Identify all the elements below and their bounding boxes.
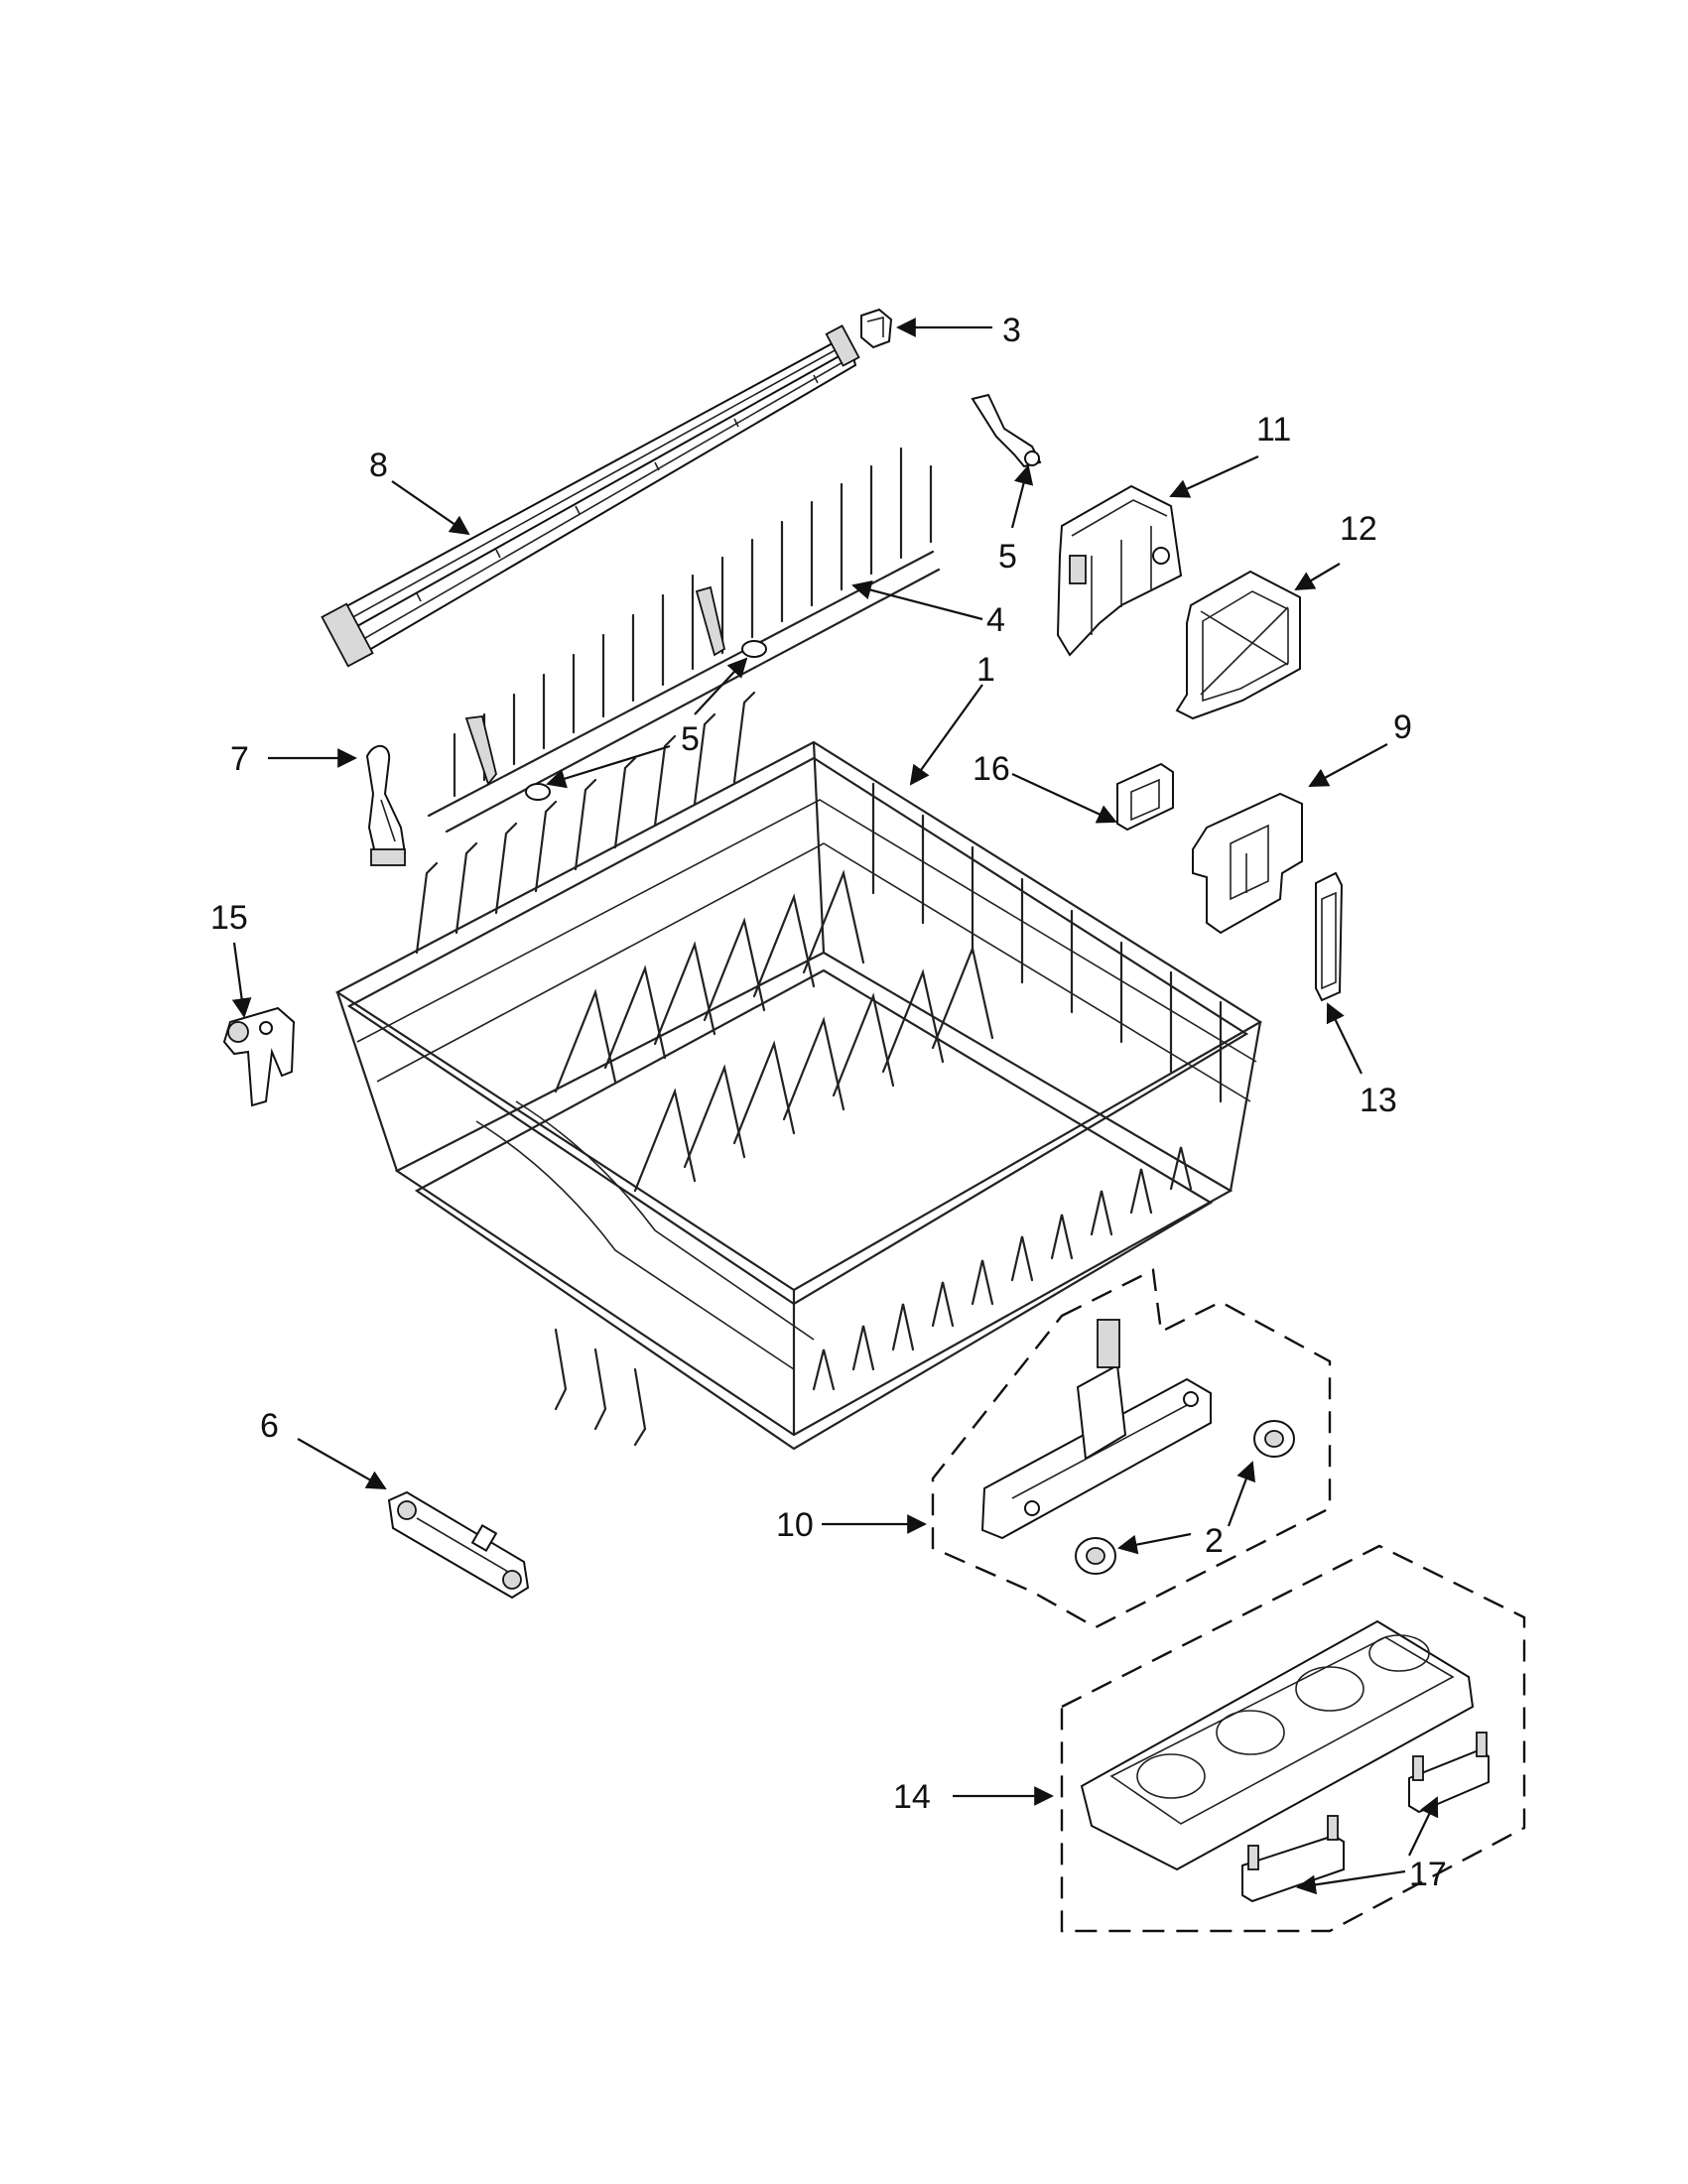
part-2-wheel-right xyxy=(1253,1420,1295,1458)
callout-12: 12 xyxy=(1340,510,1377,548)
callout-3: 3 xyxy=(1002,312,1021,349)
part-9-bracket xyxy=(1192,792,1303,935)
callout-9: 9 xyxy=(1393,708,1412,746)
part-1-upper-rack xyxy=(334,691,1263,1451)
part-5-clip-lower xyxy=(525,783,551,801)
leader-lines xyxy=(231,318,1439,1895)
part-12-cover xyxy=(1175,570,1301,720)
part-17-clip-upper xyxy=(1408,1732,1490,1814)
part-17-clip-lower xyxy=(1241,1815,1345,1903)
part-11-adjuster-housing xyxy=(1056,484,1183,657)
callout-6: 6 xyxy=(260,1407,279,1445)
callout-8: 8 xyxy=(369,447,388,484)
callout-7: 7 xyxy=(230,740,249,778)
callout-5-upper: 5 xyxy=(998,538,1017,576)
part-14-cup-shelf xyxy=(1060,1544,1526,1933)
part-4-tine-row xyxy=(427,447,941,834)
part-16-small-clip xyxy=(1116,762,1174,832)
part-5-clip-middle xyxy=(741,640,767,658)
callout-2: 2 xyxy=(1205,1522,1224,1560)
callout-15: 15 xyxy=(210,899,248,937)
part-8-rack-rail xyxy=(321,324,860,668)
callout-10: 10 xyxy=(776,1506,814,1544)
part-6-rail-clip xyxy=(387,1490,530,1600)
part-2-wheel-left xyxy=(1075,1537,1116,1575)
part-7-hook xyxy=(365,745,407,866)
callout-5-middle: 5 xyxy=(681,720,700,758)
callout-labels: 3 8 11 5 12 4 5 5 1 16 9 7 15 13 6 10 2 … xyxy=(210,312,1447,1893)
callout-13: 13 xyxy=(1360,1082,1397,1119)
callout-14: 14 xyxy=(893,1778,931,1816)
callout-16: 16 xyxy=(973,750,1010,788)
part-10-adjuster-assembly xyxy=(931,1268,1332,1629)
part-15-side-clip xyxy=(222,1006,296,1107)
callout-4: 4 xyxy=(986,601,1005,639)
callout-1: 1 xyxy=(976,651,995,689)
callout-11: 11 xyxy=(1256,411,1291,449)
part-5-clip-upper xyxy=(971,393,1042,468)
part-3-rail-end-cap xyxy=(860,308,893,349)
callout-17: 17 xyxy=(1409,1856,1447,1893)
part-13-slide-tab xyxy=(1315,871,1344,1002)
